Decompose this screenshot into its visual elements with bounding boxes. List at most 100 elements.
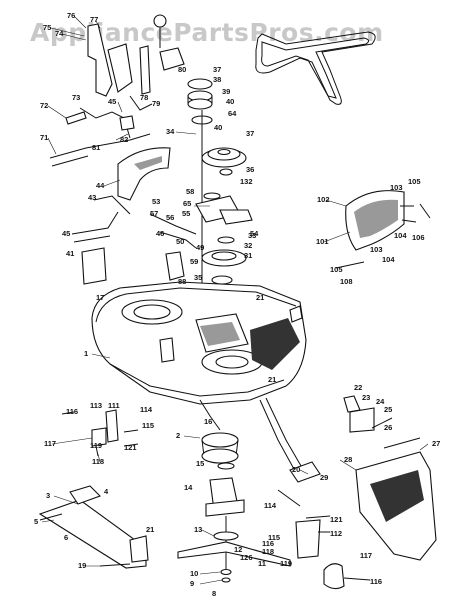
label: 35 <box>194 273 202 282</box>
label: 106 <box>412 233 425 242</box>
label: 112 <box>330 529 342 538</box>
label: 103 <box>370 245 383 254</box>
label: 121 <box>124 443 137 452</box>
label: 44 <box>96 181 105 190</box>
label: 119 <box>90 441 102 450</box>
label: 21 <box>268 375 276 384</box>
label: 37 <box>246 129 254 138</box>
label: 115 <box>142 421 154 430</box>
label: 71 <box>40 133 48 142</box>
label: 28 <box>344 455 352 464</box>
label: 76 <box>67 11 75 20</box>
label: 32 <box>244 241 252 250</box>
label: 126 <box>240 553 253 562</box>
label: 5 <box>34 517 38 526</box>
label: 58 <box>186 187 194 196</box>
label: 6 <box>64 533 68 542</box>
label: 19 <box>78 561 86 570</box>
label: 72 <box>40 101 48 110</box>
label: 46 <box>156 229 164 238</box>
label: 50 <box>176 237 184 246</box>
label: 53 <box>152 197 160 206</box>
label: 81 <box>92 143 100 152</box>
label: 8 <box>212 589 216 598</box>
label: 25 <box>384 405 392 414</box>
label: 20 <box>292 465 300 474</box>
label: 45 <box>62 229 70 238</box>
label: 36 <box>246 165 254 174</box>
idler-assembly <box>199 397 321 507</box>
label: 9 <box>190 579 194 588</box>
label: 38 <box>213 75 221 84</box>
label: 79 <box>152 99 160 108</box>
label: 27 <box>432 439 440 448</box>
label: 111 <box>108 401 120 410</box>
label: 57 <box>150 209 158 218</box>
belt-guard <box>117 147 171 201</box>
label: 118 <box>92 457 104 466</box>
label: 55 <box>182 209 190 218</box>
label: 31 <box>244 251 252 260</box>
label: 73 <box>72 93 80 102</box>
label: 21 <box>256 293 264 302</box>
label: 102 <box>317 195 330 204</box>
label: 29 <box>320 473 328 482</box>
discharge-cover <box>295 395 437 590</box>
label: 116 <box>66 407 78 416</box>
label: 59 <box>190 257 198 266</box>
label: 24 <box>376 397 385 406</box>
label: 34 <box>166 127 175 136</box>
label: 64 <box>228 109 237 118</box>
label: 12 <box>234 545 242 554</box>
label: 116 <box>262 539 274 548</box>
discharge-chute <box>335 190 431 269</box>
label: 39 <box>222 87 230 96</box>
label: 65 <box>183 199 191 208</box>
label: 40 <box>226 97 234 106</box>
label: 49 <box>196 243 204 252</box>
label: 88 <box>178 277 186 286</box>
label: 11 <box>258 559 266 568</box>
label: 41 <box>66 249 74 258</box>
label: 56 <box>166 213 174 222</box>
label: 114 <box>140 405 153 414</box>
label: 4 <box>104 487 109 496</box>
label: 75 <box>43 23 51 32</box>
label: 113 <box>90 401 102 410</box>
label: 15 <box>196 459 204 468</box>
spindle-housing <box>177 462 291 583</box>
label: 78 <box>140 93 148 102</box>
lower-bracket <box>38 485 149 569</box>
label: 16 <box>204 417 212 426</box>
label: 17 <box>96 293 104 302</box>
label: 101 <box>316 237 329 246</box>
label: 40 <box>214 123 222 132</box>
label: 105 <box>330 265 343 274</box>
label: 82 <box>120 135 128 144</box>
label: 108 <box>340 277 353 286</box>
label: 45 <box>108 97 116 106</box>
label: 114 <box>264 501 277 510</box>
label: 115 <box>268 533 280 542</box>
label: 10 <box>190 569 198 578</box>
label: 117 <box>360 551 372 560</box>
label: 21 <box>146 525 154 534</box>
label: 132 <box>240 177 253 186</box>
label: 105 <box>408 177 421 186</box>
upper-linkage <box>49 14 185 167</box>
label: 104 <box>382 255 395 264</box>
label: 26 <box>384 423 392 432</box>
label: 3 <box>46 491 50 500</box>
label: 1 <box>84 349 88 358</box>
label: 23 <box>362 393 370 402</box>
label: 116 <box>370 577 382 586</box>
label: 14 <box>184 483 193 492</box>
left-brackets <box>61 409 139 457</box>
part-labels: 76 77 75 74 73 80 37 38 39 40 72 45 78 7… <box>34 11 440 598</box>
label: 103 <box>390 183 403 192</box>
label: 77 <box>90 15 98 24</box>
leader-lines <box>41 16 429 585</box>
label: 33 <box>248 231 256 240</box>
label: 13 <box>194 525 202 534</box>
